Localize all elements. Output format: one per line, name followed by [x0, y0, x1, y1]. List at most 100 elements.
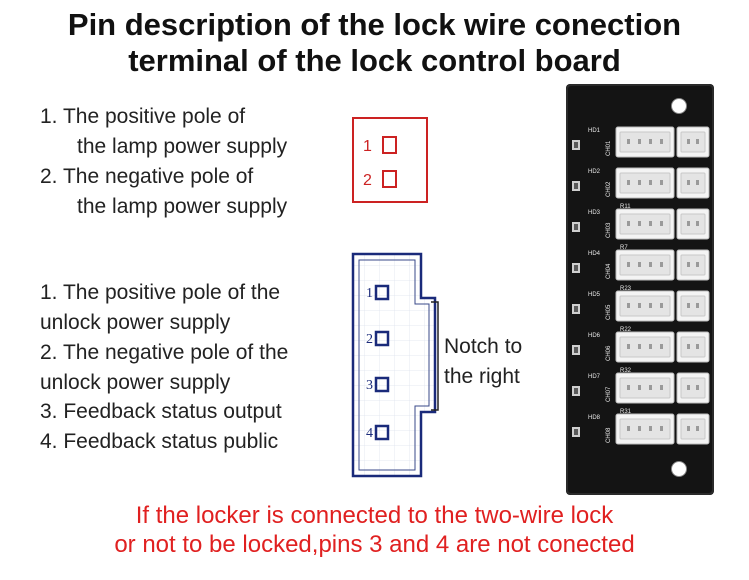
connector-4pin-slot	[619, 172, 671, 194]
connector-pin	[627, 262, 630, 267]
connector-4pin-slot	[619, 377, 671, 399]
unlock-pin-1-terminal	[374, 284, 390, 301]
connector-2pin-slot	[680, 336, 706, 358]
led-label: HD1	[588, 128, 601, 134]
connector-pin	[627, 180, 630, 185]
connector-pin	[696, 303, 699, 308]
led-lens	[574, 429, 578, 435]
connector-pin	[660, 180, 663, 185]
connector-pin	[660, 139, 663, 144]
connector-pin	[638, 344, 641, 349]
connector-4pin-slot	[619, 254, 671, 276]
led-label: HD5	[588, 292, 601, 298]
resistor-label: R11	[620, 204, 631, 210]
connector-pin	[649, 426, 652, 431]
page-title-line-1: Pin description of the lock wire conecti…	[67, 7, 682, 42]
led-label: HD4	[588, 251, 601, 257]
connector-pin	[660, 344, 663, 349]
connector-pin	[627, 139, 630, 144]
lock-control-board: HD1CH01HD2CH02HD3CH03HD4CH04HD5CH05HD6CH…	[566, 84, 714, 495]
unlock-pin-3-terminal	[374, 376, 390, 393]
connector-2pin-slot	[680, 377, 706, 399]
connector-pin	[627, 303, 630, 308]
channel-label: CH01	[606, 140, 612, 156]
channel-label: CH08	[606, 427, 612, 443]
connector-pin	[660, 426, 663, 431]
unlock-pin-label-3: 3	[366, 378, 373, 393]
connector-2pin-slot	[680, 131, 706, 153]
led-lens	[574, 306, 578, 312]
unlock-pin-2-terminal	[374, 330, 390, 347]
connector-pin	[687, 385, 690, 390]
connector-4pin-slot	[619, 418, 671, 440]
connector-pin	[696, 344, 699, 349]
connector-pin	[696, 180, 699, 185]
connector-2pin-slot	[680, 418, 706, 440]
led-lens	[574, 388, 578, 394]
lamp-connector-outline	[352, 117, 428, 203]
connector-4pin-slot	[619, 336, 671, 358]
led-label: HD6	[588, 333, 601, 339]
unlock-line-1: 1. The positive pole of the	[40, 281, 281, 304]
connector-4pin-slot	[619, 131, 671, 153]
connector-pin	[649, 180, 652, 185]
connector-pin	[638, 221, 641, 226]
connector-pin	[687, 180, 690, 185]
notch-bracket	[431, 301, 439, 411]
note-line-2: or not to be locked,pins 3 and 4 are not…	[114, 531, 635, 558]
channel-label: CH06	[606, 345, 612, 361]
connector-pin	[687, 426, 690, 431]
connector-pin	[687, 221, 690, 226]
channel-label: CH07	[606, 386, 612, 402]
unlock-connector-diagram: 1 2 3 4	[351, 252, 437, 478]
unlock-pin-label-1: 1	[366, 286, 373, 301]
led-lens	[574, 265, 578, 271]
resistor-label: R23	[620, 286, 632, 292]
lamp-pin-2-terminal	[382, 170, 397, 188]
unlock-line-4: unlock power supply	[40, 371, 231, 394]
unlock-line-5: 3. Feedback status output	[40, 400, 282, 423]
unlock-connector-inner-outline	[358, 259, 430, 471]
unlock-pin-label-2: 2	[366, 332, 373, 347]
connector-pin	[638, 180, 641, 185]
mounting-hole-top	[671, 98, 687, 114]
lamp-pin-1-terminal	[382, 136, 397, 154]
unlock-pin-4-terminal	[374, 424, 390, 441]
connector-pin	[638, 385, 641, 390]
led-label: HD2	[588, 169, 601, 175]
lamp-pin-label-2: 2	[363, 172, 372, 189]
connector-pin	[638, 426, 641, 431]
connector-pin	[649, 139, 652, 144]
connector-pin	[627, 344, 630, 349]
connector-4pin-slot	[619, 295, 671, 317]
lamp-line-3: 2. The negative pole of	[40, 165, 254, 188]
lamp-connector-diagram: 1 2	[352, 117, 428, 203]
channel-label: CH03	[606, 222, 612, 238]
lamp-line-4: the lamp power supply	[77, 195, 288, 218]
connector-pin	[660, 221, 663, 226]
channel-label: CH04	[606, 263, 612, 279]
connector-2pin-slot	[680, 213, 706, 235]
unlock-line-3: 2. The negative pole of the	[40, 341, 289, 364]
connector-pin	[660, 262, 663, 267]
led-label: HD3	[588, 210, 601, 216]
connector-pin	[687, 303, 690, 308]
unlock-line-6: 4. Feedback status public	[40, 430, 279, 453]
connector-pin	[687, 344, 690, 349]
lamp-line-2: the lamp power supply	[77, 135, 288, 158]
connector-2pin-slot	[680, 172, 706, 194]
resistor-label: R7	[620, 245, 628, 251]
connector-2pin-slot	[680, 254, 706, 276]
lamp-line-1: 1. The positive pole of	[40, 105, 246, 128]
led-lens	[574, 142, 578, 148]
channel-label: CH02	[606, 181, 612, 197]
connector-pin	[660, 385, 663, 390]
lamp-pin-label-1: 1	[363, 138, 372, 155]
resistor-label: R32	[620, 368, 632, 374]
